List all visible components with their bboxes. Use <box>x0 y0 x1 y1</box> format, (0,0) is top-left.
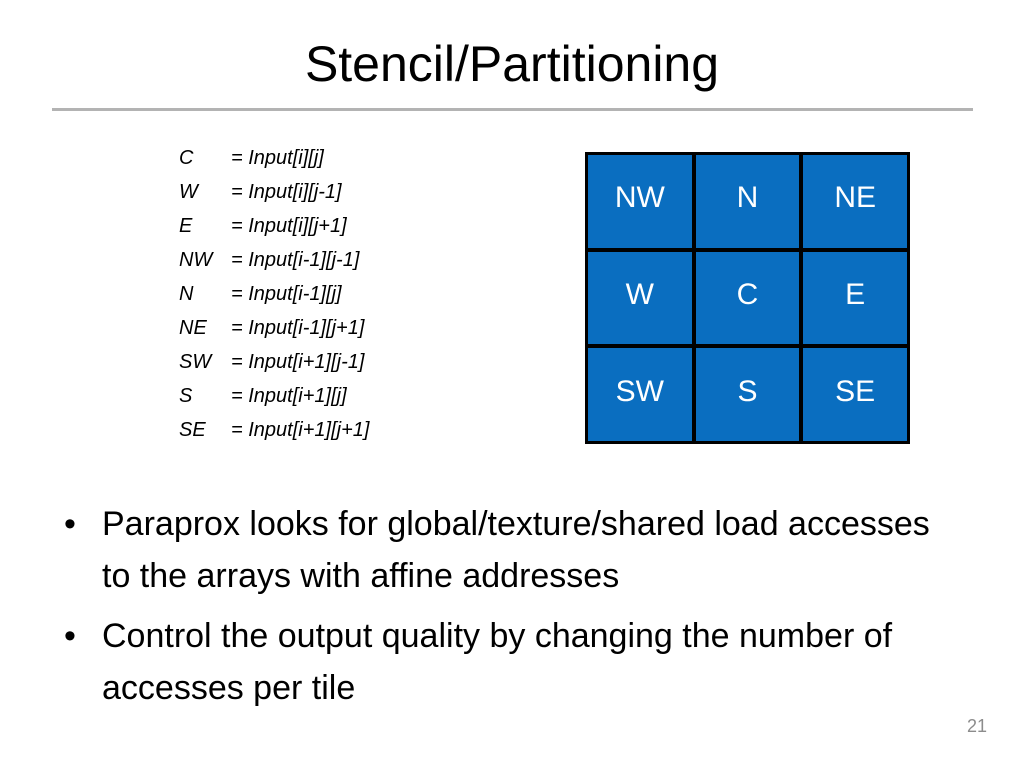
definition-name: W <box>179 181 198 203</box>
definition-name: NE <box>179 317 207 339</box>
page-number: 21 <box>966 716 987 736</box>
grid-cell-ne: NE <box>803 155 907 248</box>
definition-name: SW <box>179 351 212 373</box>
definition-item: NW = Input[i-1][j-1] <box>179 245 369 279</box>
definition-expression: = Input[i-1][j] <box>231 283 342 305</box>
definition-expression: = Input[i][j-1] <box>231 181 342 203</box>
stencil-definitions-list: C = Input[i][j] W = Input[i][j-1] E = Input… <box>179 143 369 449</box>
definition-name: N <box>179 283 194 305</box>
definition-item: E = Input[i][j+1] <box>179 211 369 245</box>
bullet-marker: • <box>64 617 76 655</box>
definition-item: SW = Input[i+1][j-1] <box>179 347 369 381</box>
slide-title: Stencil/Partitioning <box>304 36 720 92</box>
definition-name: S <box>179 385 193 407</box>
stencil-grid: NW N NE W C E SW S SE <box>585 152 910 444</box>
definition-expression: = Input[i][j+1] <box>231 215 347 237</box>
definition-name: C <box>179 147 194 169</box>
grid-cell-w: W <box>588 251 692 345</box>
definition-name: SE <box>179 419 206 441</box>
title-divider <box>52 108 973 111</box>
definition-item: S = Input[i+1][j] <box>179 381 369 415</box>
bullet-item: • Control the output quality by changing… <box>64 610 964 714</box>
grid-cell-nw: NW <box>588 155 692 248</box>
definition-expression: = Input[i-1][j-1] <box>231 249 360 271</box>
definition-item: W = Input[i][j-1] <box>179 177 369 211</box>
definition-item: C = Input[i][j] <box>179 143 369 177</box>
definition-item: NE = Input[i-1][j+1] <box>179 313 369 347</box>
definition-expression: = Input[i+1][j-1] <box>231 351 365 373</box>
bullet-list: • Paraprox looks for global/texture/shar… <box>64 498 964 722</box>
definition-expression: = Input[i+1][j+1] <box>231 419 370 441</box>
bullet-item: • Paraprox looks for global/texture/shar… <box>64 498 964 602</box>
bullet-text: Paraprox looks for global/texture/shared… <box>102 505 930 595</box>
grid-cell-n: N <box>695 155 800 248</box>
definition-expression: = Input[i][j] <box>231 147 324 169</box>
bullet-marker: • <box>64 505 76 543</box>
grid-cell-sw: SW <box>588 348 692 441</box>
definition-expression: = Input[i+1][j] <box>231 385 347 407</box>
bullet-text: Control the output quality by changing t… <box>102 617 893 707</box>
grid-cell-e: E <box>803 251 907 345</box>
definition-expression: = Input[i-1][j+1] <box>231 317 365 339</box>
definition-item: SE = Input[i+1][j+1] <box>179 415 369 449</box>
grid-cell-s: S <box>695 348 800 441</box>
definition-name: E <box>179 215 193 237</box>
definition-item: N = Input[i-1][j] <box>179 279 369 313</box>
grid-cell-c: C <box>695 251 800 345</box>
definition-name: NW <box>179 249 213 271</box>
grid-cell-se: SE <box>803 348 907 441</box>
